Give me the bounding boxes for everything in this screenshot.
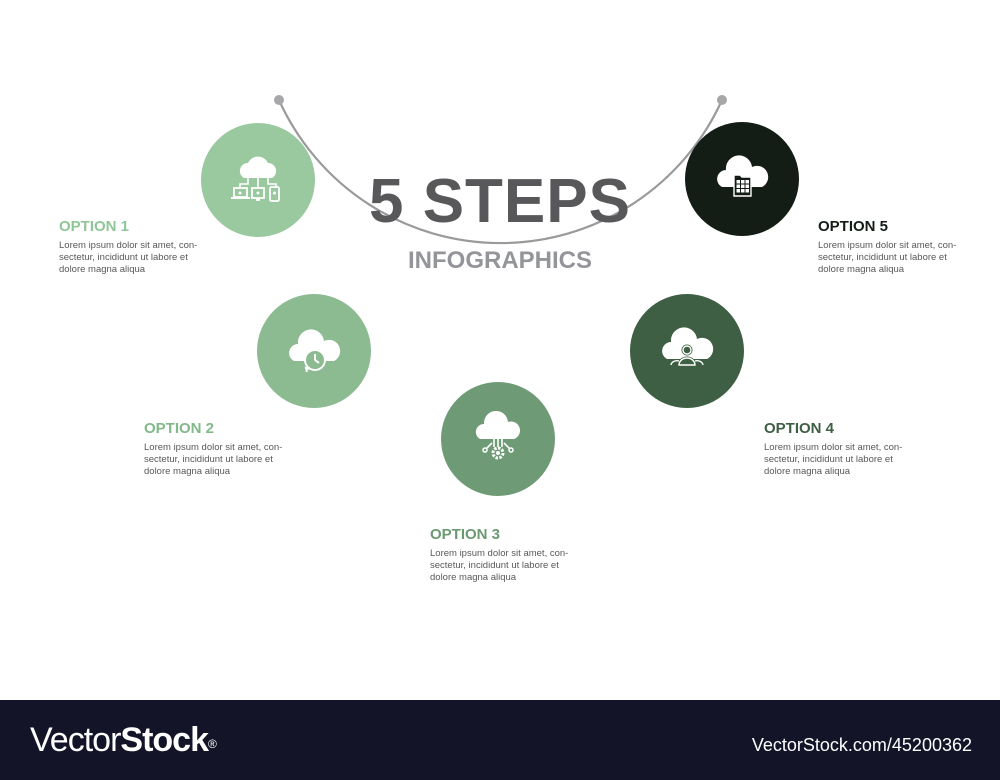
- arc-end-dot: [717, 95, 727, 105]
- option-1-title: OPTION 1: [59, 218, 130, 235]
- page-subtitle: INFOGRAPHICS: [407, 247, 592, 274]
- option-2-block: OPTION 2 Lorem ipsum dolor sit amet, con…: [144, 420, 304, 478]
- cloud-folder-grid-icon: [717, 155, 769, 197]
- option-5-block: OPTION 5 Lorem ipsum dolor sit amet, con…: [818, 218, 978, 276]
- cloud-users-icon: [662, 327, 714, 366]
- registered-mark: ®: [207, 737, 217, 751]
- step-4-circle: [630, 294, 744, 408]
- option-3-block: OPTION 3 Lorem ipsum dolor sit amet, con…: [430, 526, 590, 584]
- option-2-text: Lorem ipsum dolor sit amet, con- sectetu…: [144, 442, 283, 477]
- option-5-text: Lorem ipsum dolor sit amet, con- sectetu…: [818, 240, 957, 275]
- stock-url: VectorStock.com/45200362: [751, 735, 972, 755]
- option-3-title: OPTION 3: [430, 526, 501, 543]
- option-3-text: Lorem ipsum dolor sit amet, con- sectetu…: [430, 548, 569, 583]
- brand-logo: VectorStock®: [30, 720, 217, 760]
- cloud-gear-circuit-icon: [475, 410, 521, 460]
- option-4-text: Lorem ipsum dolor sit amet, con- sectetu…: [764, 442, 903, 477]
- step-1-circle: [201, 123, 315, 237]
- option-1-text: Lorem ipsum dolor sit amet, con- sectetu…: [59, 240, 198, 275]
- watermark-footer: VectorStock® VectorStock.com/45200362: [0, 700, 1000, 780]
- step-2-circle: [257, 294, 371, 408]
- option-1-block: OPTION 1 Lorem ipsum dolor sit amet, con…: [59, 218, 219, 276]
- connector-arc: [274, 95, 727, 245]
- step-3-circle: [441, 382, 555, 496]
- page-title: 5 STEPS: [369, 167, 631, 236]
- cloud-clock-sync-icon: [289, 329, 341, 373]
- brand-light: Vector: [30, 721, 121, 759]
- cloud-devices-icon: [231, 156, 280, 202]
- infographic-canvas: 5 STEPS INFOGRAPHICS: [59, 95, 978, 584]
- brand-bold: Stock: [120, 721, 209, 759]
- option-5-title: OPTION 5: [818, 218, 889, 235]
- arc-start-dot: [274, 95, 284, 105]
- step-5-circle: [685, 122, 799, 236]
- option-4-title: OPTION 4: [764, 420, 835, 437]
- option-4-block: OPTION 4 Lorem ipsum dolor sit amet, con…: [764, 420, 924, 478]
- option-2-title: OPTION 2: [144, 420, 215, 437]
